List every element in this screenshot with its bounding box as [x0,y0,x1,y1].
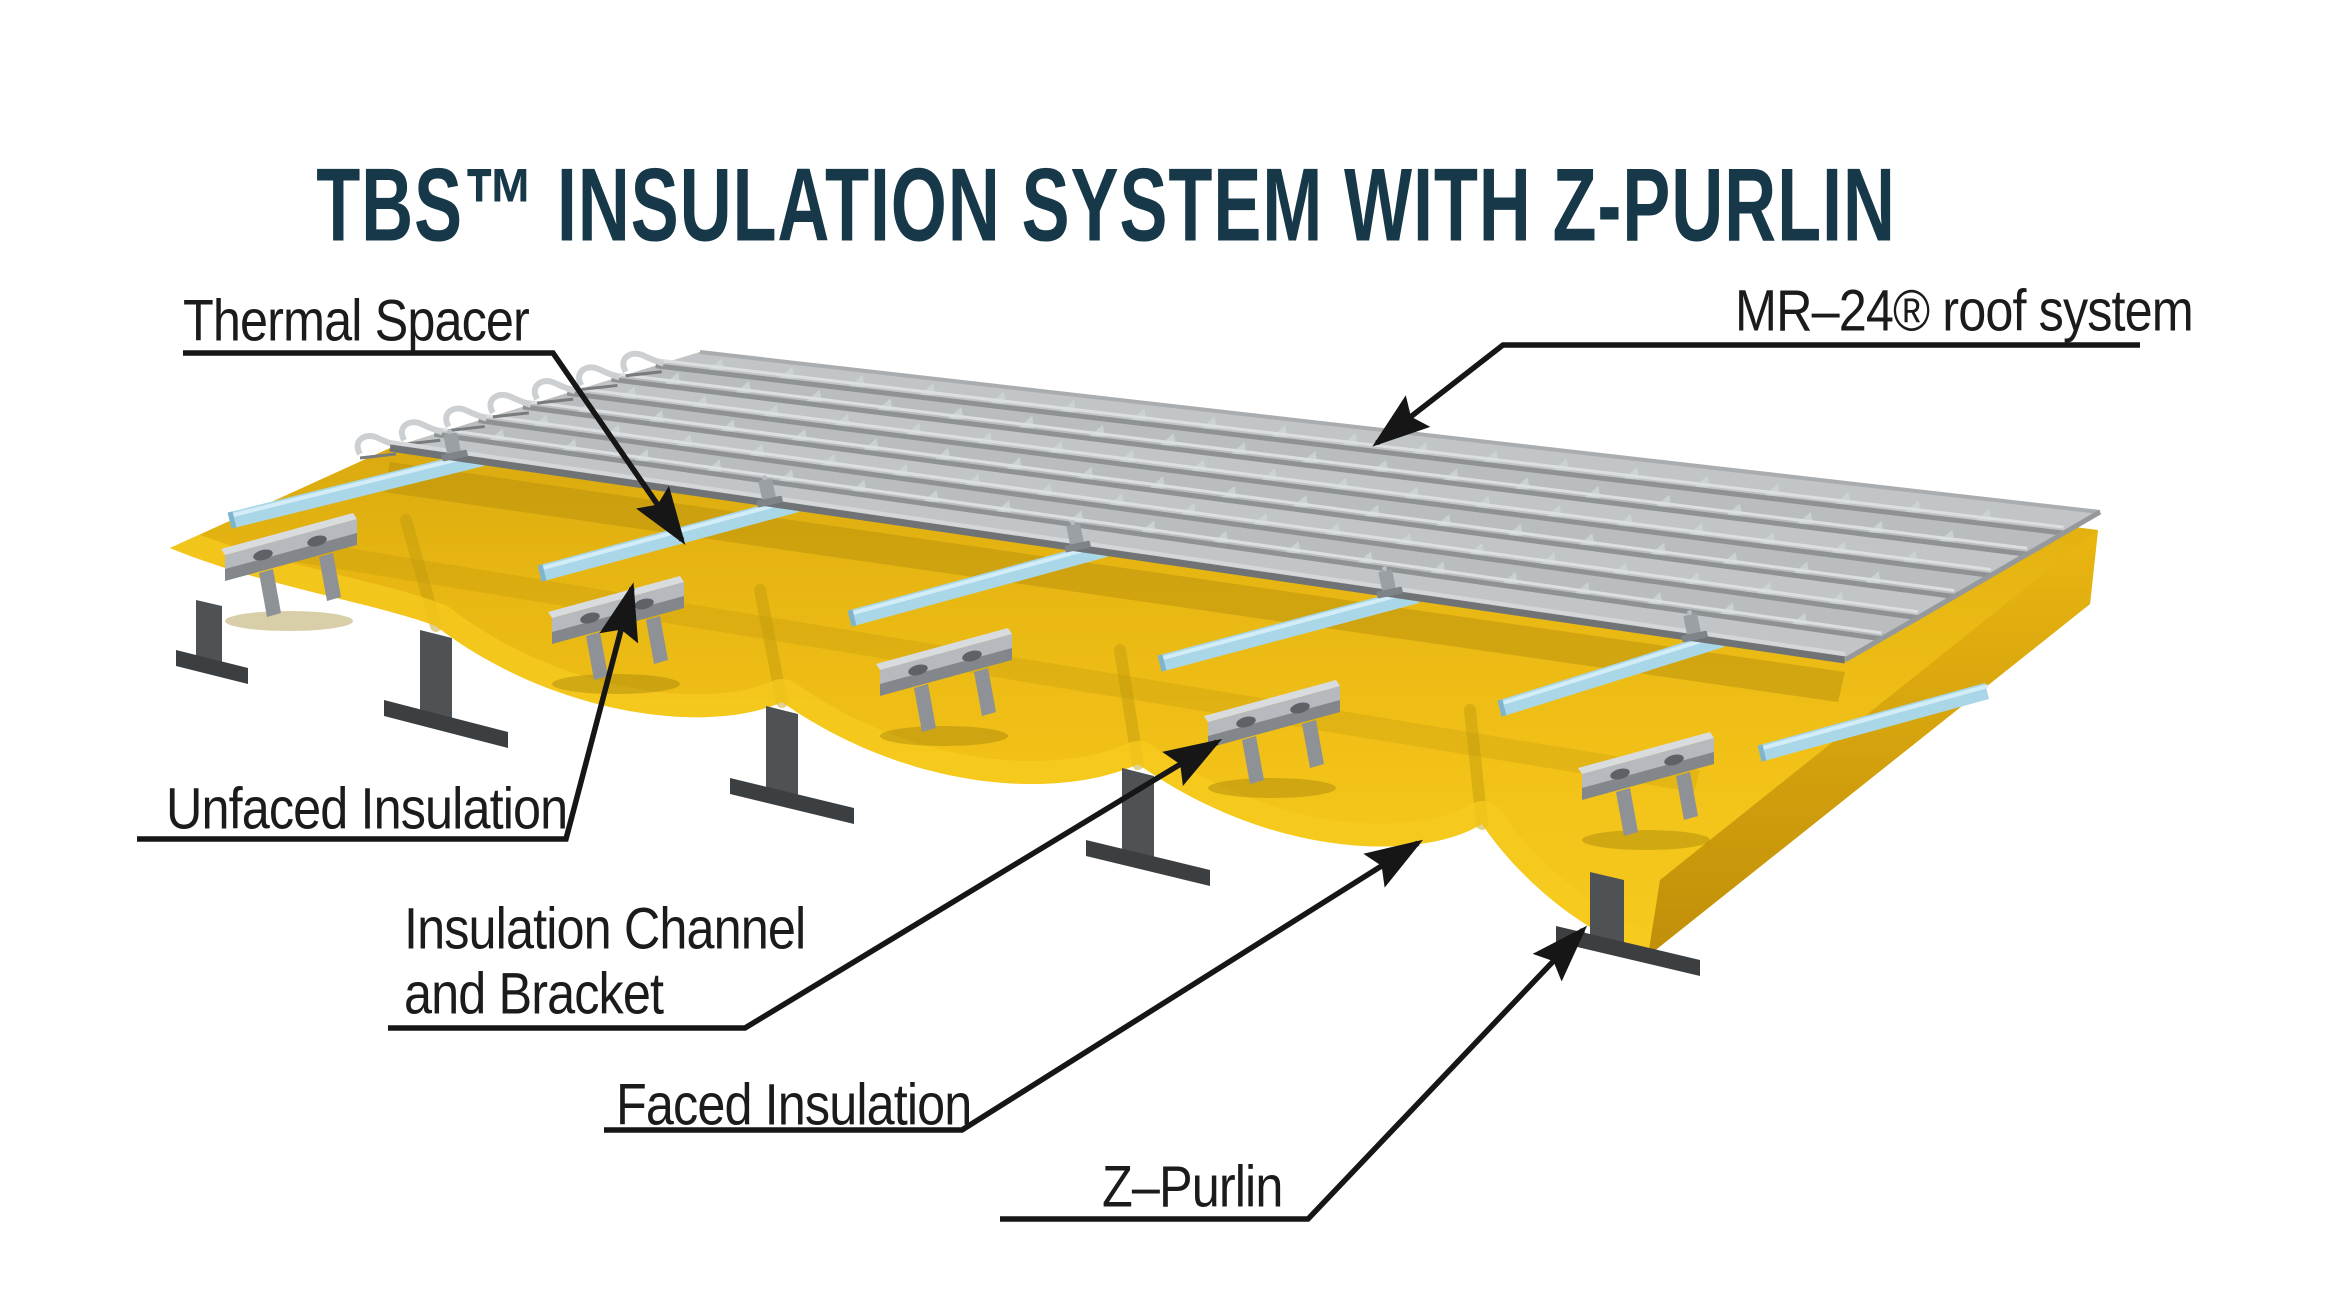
z-purlin-flange [730,778,854,824]
panel-end-shadow [359,452,397,460]
label-mr24-roof-system: MR–24® roof system [1735,276,2194,344]
thermal-spacer-highlight [1162,588,1419,660]
panel-end-shadow [448,425,485,433]
thermal-spacer-end [1497,699,1507,717]
pillow-highlight [170,526,1657,956]
leader-insulation-channel-bracket [388,738,1223,1031]
leader-thermal-spacer [183,350,686,545]
thermal-spacer-end [847,609,857,627]
panel-end-cap [531,378,577,401]
label-insulation-channel-line2: and Bracket [404,960,664,1027]
z-purlin-flange [176,650,248,684]
panel-end-shadow [492,411,530,419]
panel-clip [441,429,468,462]
seam-highlight [434,426,1882,635]
insulation-channel-bracket [1578,732,1714,850]
thermal-spacer-end [227,511,237,529]
standing-seam [655,363,2064,536]
label-faced-insulation: Faced Insulation [616,1070,972,1138]
panel-clip [1064,520,1091,553]
leader-z-purlin [1000,925,1588,1222]
insulation-channel-bracket [1204,680,1340,798]
seam-highlight [611,371,2028,550]
thermal-spacer-end [1157,654,1167,672]
z-purlin-flange [1086,840,1210,886]
insulation-channel-bracket [876,628,1012,746]
panel-end-cap [620,350,665,374]
thermal-spacer-highlight [232,451,484,517]
seam-highlight [655,358,2064,529]
leader-lines [137,342,2140,1222]
z-purlin-web [420,630,452,720]
standing-seam [478,418,1919,621]
z-purlins [176,600,1700,976]
label-insulation-channel-line1: Insulation Channel [404,894,806,962]
panel-clip [1376,566,1403,599]
leader-mr24-roof-system [1372,342,2140,447]
panel-end-cap [399,419,444,442]
z-purlin-flange [384,700,508,748]
panel-end-shadow [536,397,574,405]
seam-highlight [566,385,1991,571]
standing-seam [611,376,2028,557]
z-purlin-web [196,600,222,668]
seam-highlight [522,399,1955,593]
standing-seam [522,404,1955,600]
panel-end-cap [487,391,532,415]
seam-highlight [478,413,1919,614]
z-purlin-web [1122,768,1154,858]
panel-end-shadow [581,383,618,391]
insulation-channel-bracket [221,513,357,631]
eave-edge [389,444,1846,664]
label-thermal-spacer: Thermal Spacer [183,286,530,354]
label-unfaced-insulation: Unfaced Insulation [166,774,568,842]
roof-right-edge [1843,509,2102,663]
z-purlin-web [1590,872,1624,952]
thermal-spacer-highlight [1762,684,1989,750]
z-purlin-web [766,706,798,796]
panel-end-cap [576,364,621,387]
leader-unfaced-insulation [137,582,639,842]
thermal-spacer-end [537,564,547,582]
thermal-spacer-highlight [1502,632,1724,705]
insulation-right-face [1648,530,2098,956]
standing-seam [433,431,1882,642]
z-purlin-flange [1556,926,1700,976]
thermal-spacer-end [1757,744,1767,762]
standing-seam [566,390,1992,578]
label-insulation-channel: Insulation Channel and Bracket [404,894,806,1027]
panel-end-cap [443,405,488,429]
panel-end-shadow [625,370,662,378]
label-z-purlin: Z–Purlin [1102,1152,1283,1220]
panel-clip [756,475,783,508]
roof-edge-clips [441,429,1708,643]
diagram-title: TBS™ INSULATION SYSTEM WITH Z-PURLIN [316,146,1896,263]
panel-clip [1681,610,1708,643]
eave-lip [389,440,1846,656]
leader-faced-insulation [604,839,1424,1133]
thermal-spacer-highlight [852,542,1107,615]
